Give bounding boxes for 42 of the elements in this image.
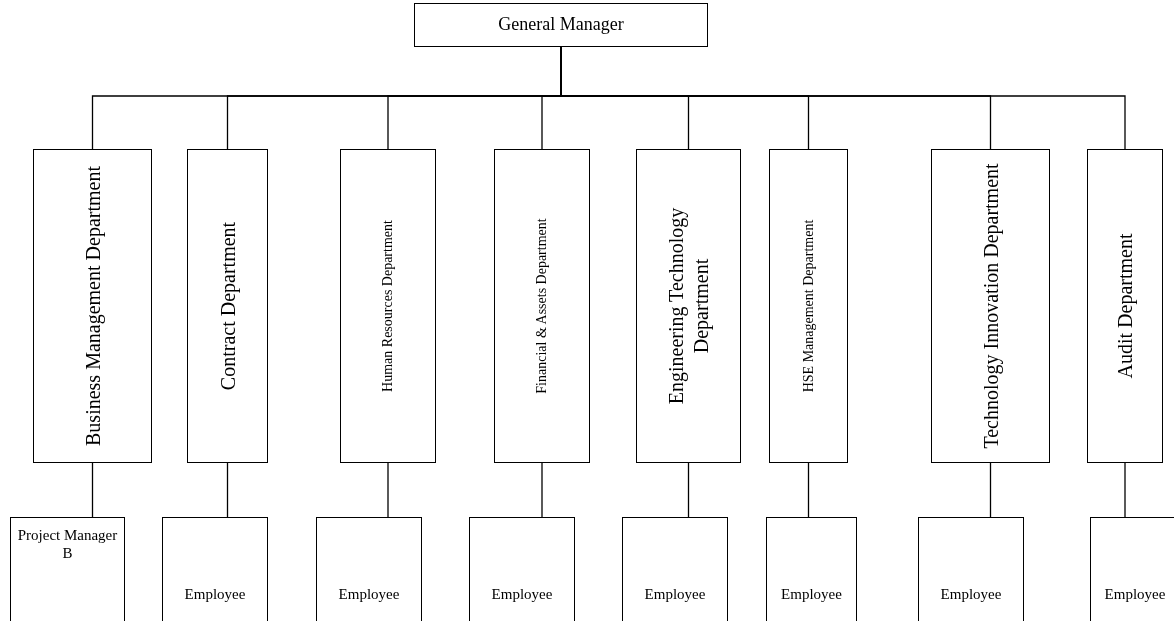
staff-label: Employee [780,585,843,604]
org-box [918,517,1024,621]
connector-line [541,462,543,518]
connector-line [226,462,229,518]
connector-line [687,462,690,518]
org-box [162,517,268,621]
staff-label: Employee [490,585,554,604]
staff-label: Employee [643,585,707,604]
org-box [187,149,268,463]
staff-label: Employee [183,585,247,604]
staff-label: Employee [1103,585,1167,604]
department-label: Financial & Assets Department [533,217,551,396]
manager-label: General Manager [497,14,625,36]
org-box [10,517,125,621]
department-label: Contract Department [215,220,240,393]
org-box [1090,517,1174,621]
staff-label: Employee [939,585,1003,604]
org-box [931,149,1050,463]
department-label: Human Resources Department [379,219,397,394]
org-box [469,517,575,621]
connector-line [807,462,810,518]
org-box [33,149,152,463]
org-box [414,3,708,47]
department-label: Engineering Technology Department [663,206,714,407]
connector-line [989,462,992,518]
department-label: Technology Innovation Department [978,162,1003,451]
connector-line [1124,462,1126,518]
org-box [766,517,857,621]
org-box [340,149,436,463]
org-box [316,517,422,621]
staff-label: Employee [337,585,401,604]
org-box [622,517,728,621]
department-label: Audit Department [1112,232,1138,381]
connector-line [91,462,94,518]
org-box [769,149,848,463]
staff-label: Project Manager B [16,526,119,562]
connector-line [387,462,389,518]
department-label: HSE Management Department [799,218,817,395]
org-box [494,149,590,463]
org-box [636,149,741,463]
department-label: Business Management Department [80,165,105,448]
org-box [1087,149,1163,463]
